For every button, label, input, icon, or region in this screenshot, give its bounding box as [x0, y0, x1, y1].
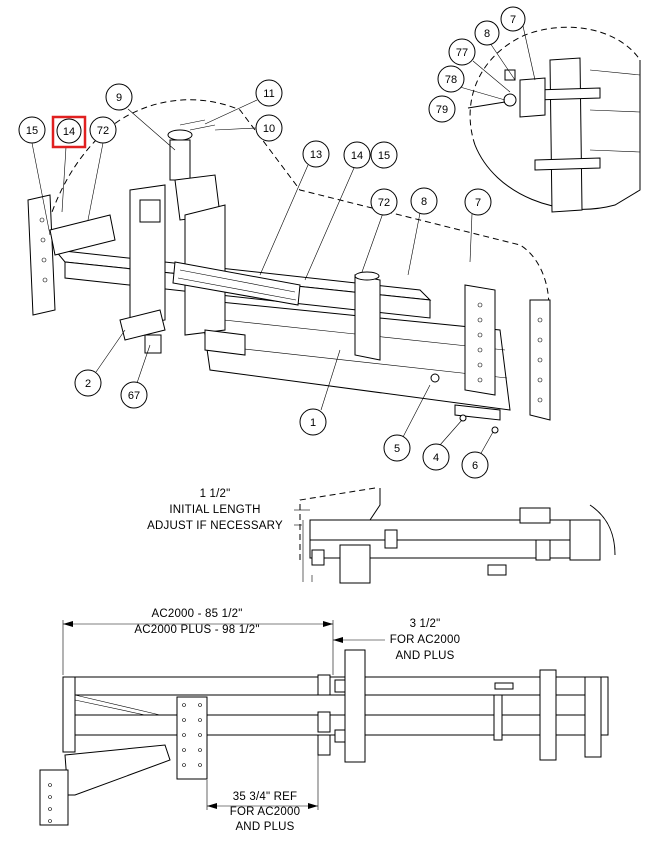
- lower-mounts: [204, 329, 501, 434]
- svg-text:72: 72: [97, 125, 109, 137]
- callout-2: 2: [74, 369, 102, 397]
- ref-for-label: FOR AC2000: [230, 806, 300, 818]
- svg-text:5: 5: [394, 443, 400, 455]
- callout-8-center: 8: [410, 187, 438, 215]
- plan-view: AC2000 - 85 1/2" AC2000 PLUS - 98 1/2" 3…: [39, 608, 609, 833]
- svg-text:79: 79: [436, 104, 448, 116]
- callout-6: 6: [461, 451, 489, 479]
- svg-text:13: 13: [310, 149, 322, 161]
- callout-8-detail: 8: [474, 20, 500, 46]
- hydraulic-cylinder: [172, 261, 301, 306]
- isometric-assembly-view: [27, 99, 551, 434]
- overall-length-ac2000-plus: AC2000 PLUS - 98 1/2": [134, 624, 259, 636]
- svg-text:6: 6: [472, 460, 478, 472]
- svg-text:67: 67: [128, 390, 140, 402]
- offset-for-label: FOR AC2000: [390, 634, 460, 646]
- initial-length-label: INITIAL LENGTH: [169, 504, 260, 516]
- svg-text:11: 11: [263, 88, 274, 100]
- svg-text:77: 77: [456, 47, 468, 59]
- svg-text:10: 10: [263, 123, 275, 135]
- highlight-box: [51, 115, 87, 149]
- vertical-post: [119, 184, 166, 354]
- svg-text:9: 9: [116, 92, 122, 104]
- svg-text:15: 15: [378, 150, 390, 162]
- svg-text:4: 4: [433, 452, 439, 464]
- side-elevation-view: 1 1/2" INITIAL LENGTH ADJUST IF NECESSAR…: [147, 487, 616, 584]
- offset-and-plus-label: AND PLUS: [395, 650, 454, 662]
- svg-text:72: 72: [378, 197, 390, 209]
- callout-72-center: 72: [370, 188, 398, 216]
- side-view-boundary: [299, 487, 376, 560]
- upper-pivot: [167, 119, 226, 336]
- svg-text:14: 14: [351, 150, 363, 162]
- right-hole-plate: [464, 284, 551, 421]
- detail-bubble-view: [467, 26, 641, 213]
- svg-text:1: 1: [310, 417, 316, 429]
- overall-length-ac2000: AC2000 - 85 1/2": [151, 608, 242, 620]
- callout-67: 67: [120, 381, 148, 409]
- callout-7-center: 7: [464, 188, 492, 216]
- initial-length-value: 1 1/2": [200, 488, 231, 500]
- svg-text:7: 7: [510, 14, 516, 26]
- callout-14-highlighted: 14: [51, 115, 87, 149]
- svg-text:15: 15: [26, 125, 38, 137]
- svg-text:14: 14: [63, 126, 75, 138]
- callouts: 15 14 72 9 11 10 13 14 15 72 8 7 8 7 77 …: [18, 6, 536, 479]
- callout-4: 4: [422, 443, 450, 471]
- adjust-label: ADJUST IF NECESSARY: [147, 520, 283, 532]
- svg-text:78: 78: [445, 74, 457, 86]
- ref-dimension-value: 35 3/4" REF: [233, 791, 297, 803]
- callout-77: 77: [448, 38, 476, 66]
- callout-79: 79: [428, 95, 456, 123]
- svg-text:7: 7: [475, 197, 481, 209]
- callout-72-left: 72: [89, 116, 117, 144]
- callout-78: 78: [437, 65, 465, 93]
- detail-boundary: [37, 99, 550, 331]
- callout-14-center: 14: [343, 141, 371, 169]
- callout-7-detail: 7: [500, 6, 526, 32]
- svg-text:2: 2: [85, 378, 91, 390]
- callout-10: 10: [255, 114, 283, 142]
- svg-text:8: 8: [421, 196, 427, 208]
- center-tube: [354, 271, 381, 361]
- svg-text:8: 8: [484, 28, 490, 40]
- offset-value: 3 1/2": [410, 618, 441, 630]
- callout-1: 1: [299, 408, 327, 436]
- callout-15-left: 15: [18, 116, 46, 144]
- callout-15-center: 15: [370, 141, 398, 169]
- callout-11: 11: [255, 79, 283, 107]
- callout-5: 5: [383, 434, 411, 462]
- callout-9: 9: [105, 83, 133, 111]
- callout-13: 13: [302, 140, 330, 168]
- ref-and-plus-label: AND PLUS: [235, 821, 294, 833]
